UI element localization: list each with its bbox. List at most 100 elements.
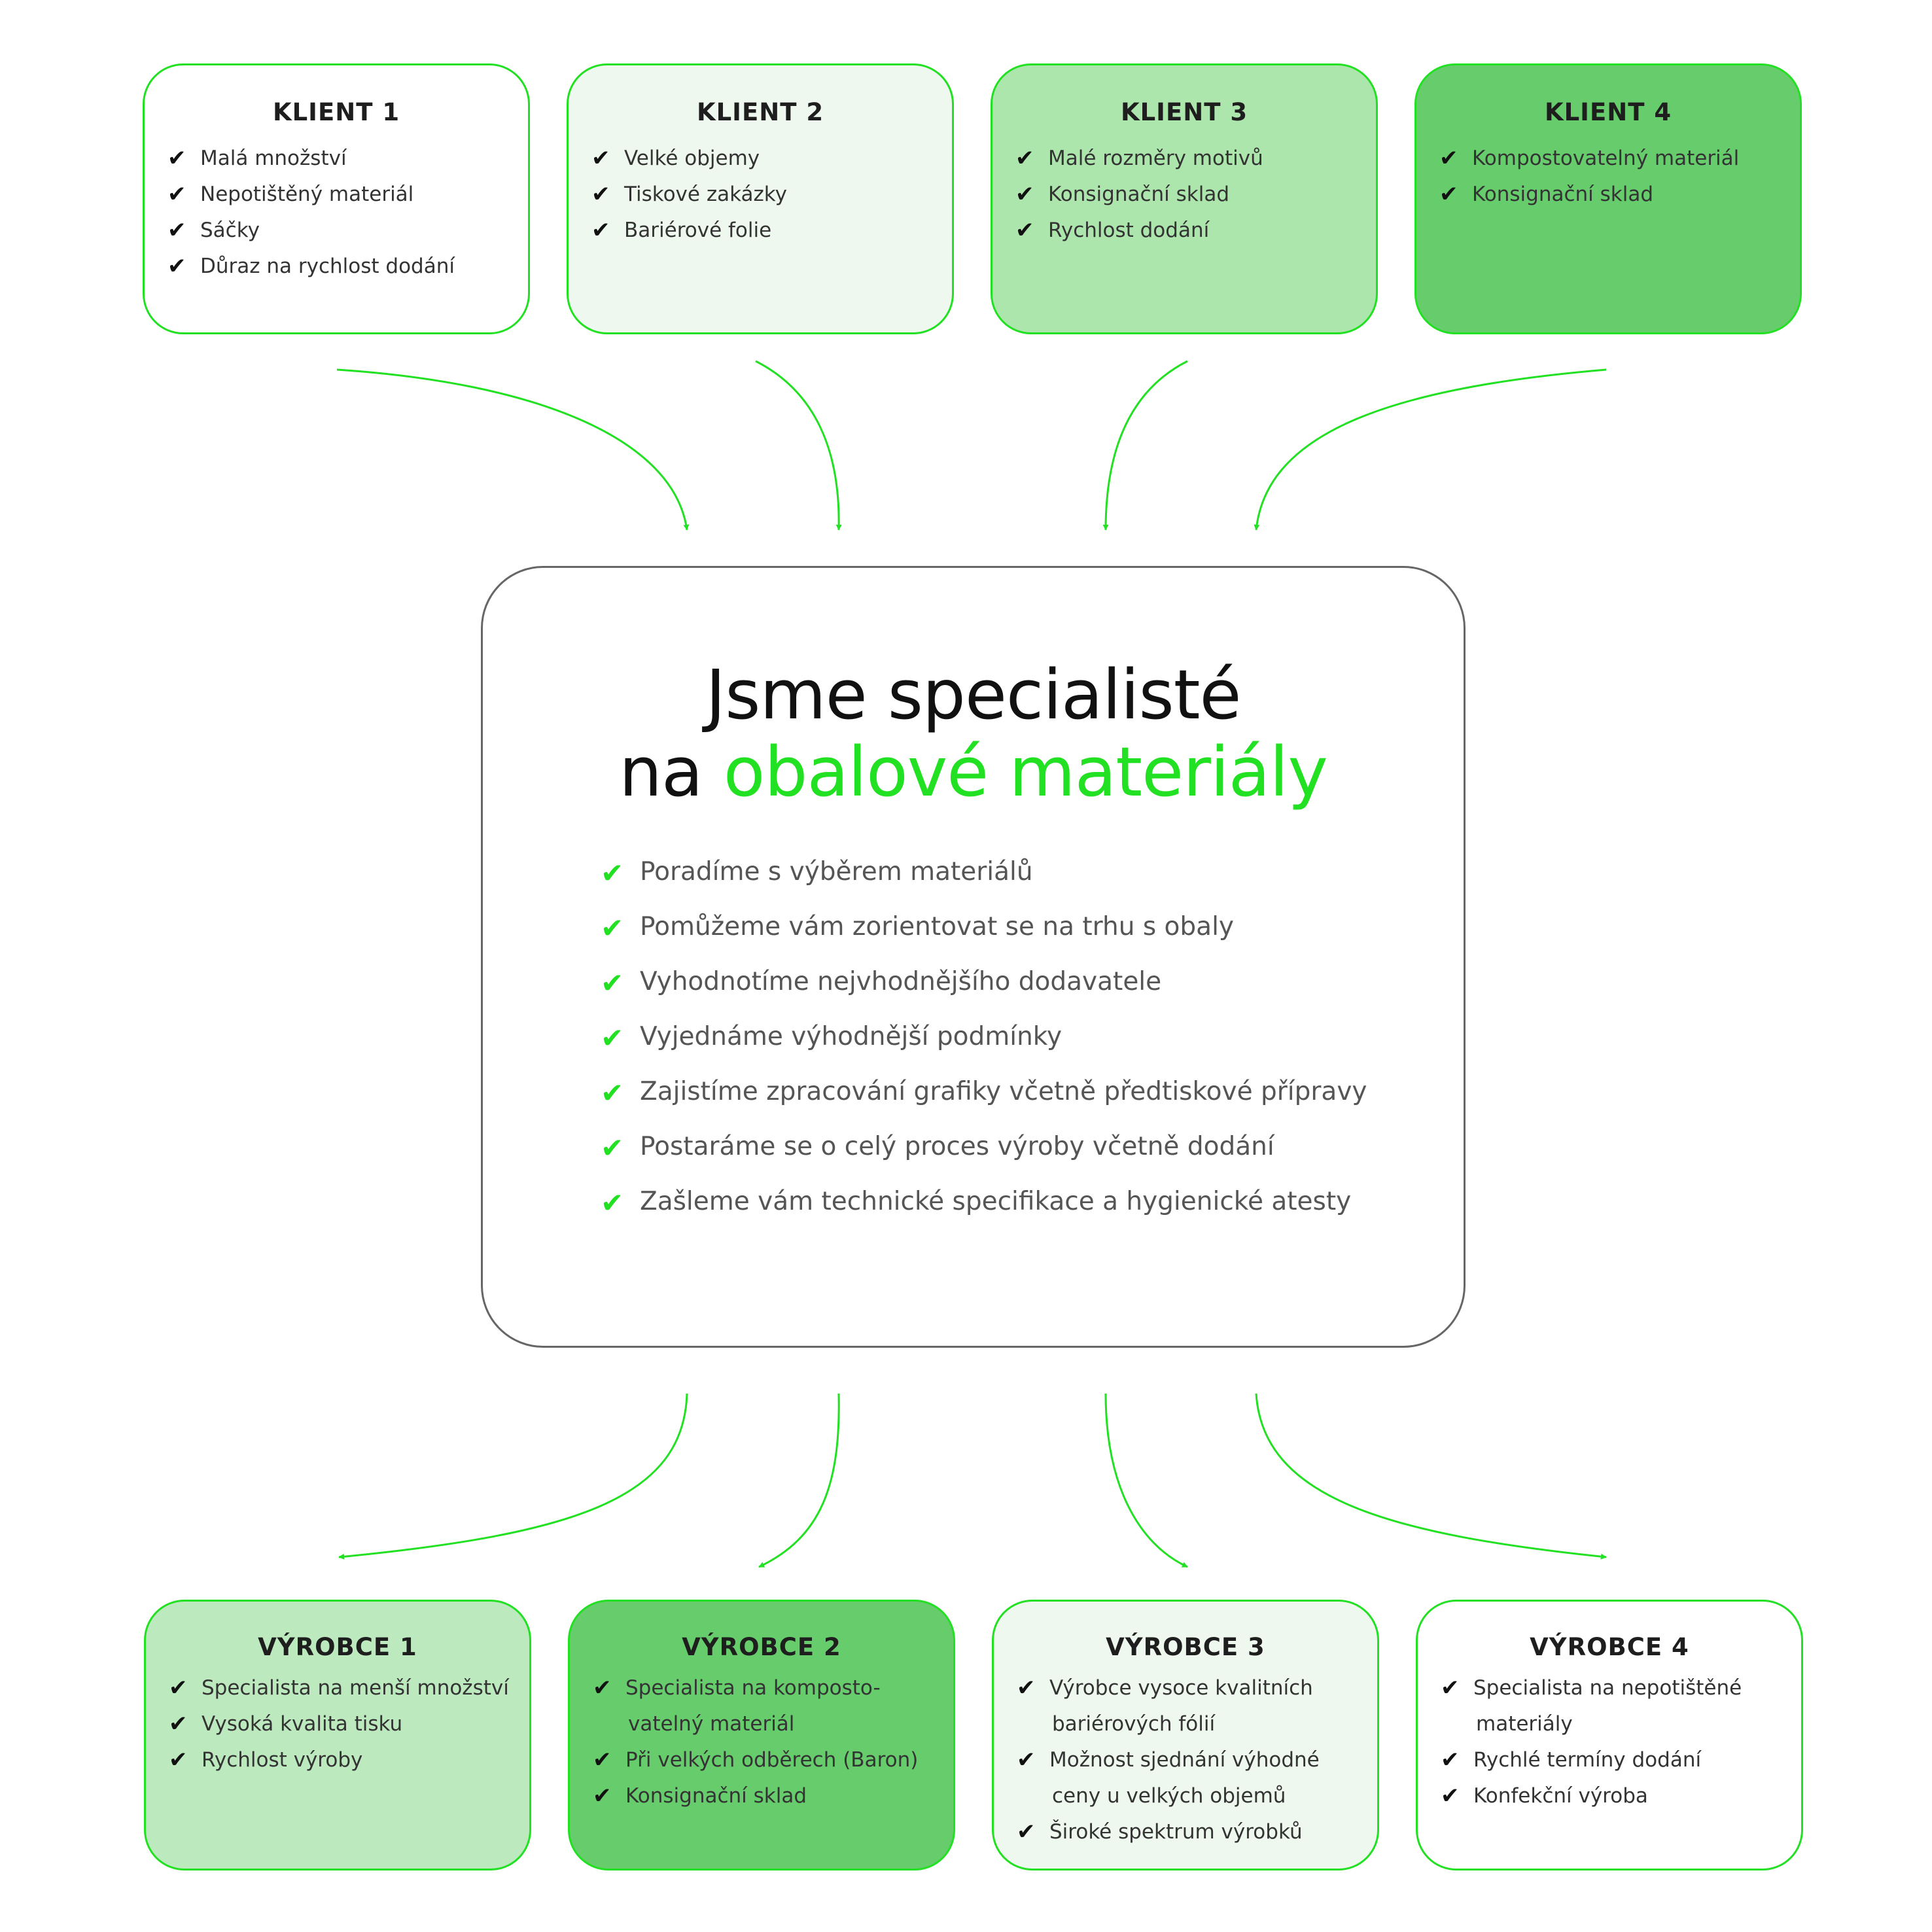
list-item: ✔Důraz na rychlost dodání xyxy=(167,249,515,285)
headline-line1: Jsme specialisté xyxy=(705,655,1242,735)
check-icon: ✔ xyxy=(1017,1819,1036,1845)
check-icon: ✔ xyxy=(1441,1675,1460,1701)
arrow-client1 xyxy=(336,368,690,531)
client-title: KLIENT 2 xyxy=(696,98,824,126)
headline-prefix: na xyxy=(619,732,703,812)
check-icon: ✔ xyxy=(1441,1747,1460,1773)
check-icon: ✔ xyxy=(591,181,610,207)
check-icon: ✔ xyxy=(1015,181,1034,207)
list-item: ✔Kompostovatelný materiál xyxy=(1439,141,1787,177)
client-box-4: KLIENT 4 ✔Kompostovatelný materiál ✔Kons… xyxy=(1414,63,1802,334)
list-item: ✔Specialista na komposto-vatelný materiá… xyxy=(593,1670,940,1742)
check-icon: ✔ xyxy=(167,145,186,171)
check-icon: ✔ xyxy=(601,912,624,944)
producer-feature-list: ✔Specialista na komposto-vatelný materiá… xyxy=(570,1670,953,1814)
list-item: ✔Bariérové folie xyxy=(591,213,939,249)
list-item: ✔Rychlé termíny dodání xyxy=(1441,1742,1788,1778)
headline-accent: obalové materiály xyxy=(723,732,1328,812)
list-item: ✔Při velkých odběrech (Baron) xyxy=(593,1742,940,1778)
arrow-producer2 xyxy=(758,1393,840,1568)
check-icon: ✔ xyxy=(601,967,624,999)
client-feature-list: ✔Kompostovatelný materiál ✔Konsignační s… xyxy=(1416,141,1800,213)
producer-box-2: VÝROBCE 2 ✔Specialista na komposto-vatel… xyxy=(568,1600,955,1871)
producer-title: VÝROBCE 1 xyxy=(258,1633,417,1661)
list-item: ✔Specialista na menší množství xyxy=(169,1670,516,1706)
benefit-item: ✔Vyjednáme výhodnější podmínky xyxy=(601,1010,1464,1064)
benefit-item: ✔Pomůžeme vám zorientovat se na trhu s o… xyxy=(601,900,1464,955)
client-feature-list: ✔Malá množství ✔Nepotištěný materiál ✔Sá… xyxy=(145,141,528,285)
producer-title: VÝROBCE 2 xyxy=(682,1633,841,1661)
check-icon: ✔ xyxy=(1015,145,1034,171)
producer-feature-list: ✔Specialista na menší množství ✔Vysoká k… xyxy=(146,1670,529,1778)
list-item: ✔Tiskové zakázky xyxy=(591,177,939,213)
arrow-producer4 xyxy=(1255,1393,1607,1560)
benefit-item: ✔Zašleme vám technické specifikace a hyg… xyxy=(601,1174,1464,1229)
client-title: KLIENT 1 xyxy=(272,98,400,126)
center-panel: Jsme specialisté na obalové materiály ✔P… xyxy=(481,566,1466,1348)
list-item: ✔Rychlost dodání xyxy=(1015,213,1363,249)
producer-box-1: VÝROBCE 1 ✔Specialista na menší množství… xyxy=(144,1600,531,1871)
producer-title: VÝROBCE 4 xyxy=(1530,1633,1689,1661)
benefit-item: ✔Postaráme se o celý proces výroby včetn… xyxy=(601,1119,1464,1174)
check-icon: ✔ xyxy=(169,1747,188,1773)
client-box-1: KLIENT 1 ✔Malá množství ✔Nepotištěný mat… xyxy=(143,63,530,334)
check-icon: ✔ xyxy=(1439,181,1458,207)
list-item: ✔Nepotištěný materiál xyxy=(167,177,515,213)
list-item: ✔Široké spektrum výrobků xyxy=(1017,1814,1364,1850)
client-feature-list: ✔Malé rozměry motivů ✔Konsignační sklad … xyxy=(992,141,1376,249)
check-icon: ✔ xyxy=(1015,217,1034,243)
check-icon: ✔ xyxy=(169,1675,188,1701)
check-icon: ✔ xyxy=(601,857,624,889)
check-icon: ✔ xyxy=(601,1077,624,1109)
check-icon: ✔ xyxy=(593,1783,612,1809)
check-icon: ✔ xyxy=(1017,1747,1036,1773)
client-box-2: KLIENT 2 ✔Velké objemy ✔Tiskové zakázky … xyxy=(567,63,954,334)
list-item: ✔Konfekční výroba xyxy=(1441,1778,1788,1814)
check-icon: ✔ xyxy=(593,1675,612,1701)
benefit-item: ✔Poradíme s výběrem materiálů xyxy=(601,845,1464,900)
check-icon: ✔ xyxy=(601,1132,624,1164)
arrow-client2 xyxy=(755,360,842,531)
list-item: ✔Konsignační sklad xyxy=(1015,177,1363,213)
headline: Jsme specialisté na obalové materiály xyxy=(483,656,1464,811)
list-item: ✔Sáčky xyxy=(167,213,515,249)
check-icon: ✔ xyxy=(601,1187,624,1219)
check-icon: ✔ xyxy=(167,181,186,207)
client-box-3: KLIENT 3 ✔Malé rozměry motivů ✔Konsignač… xyxy=(991,63,1378,334)
client-title: KLIENT 3 xyxy=(1120,98,1248,126)
check-icon: ✔ xyxy=(1017,1675,1036,1701)
benefits-list: ✔Poradíme s výběrem materiálů ✔Pomůžeme … xyxy=(483,845,1464,1229)
client-feature-list: ✔Velké objemy ✔Tiskové zakázky ✔Bariérov… xyxy=(569,141,952,249)
arrow-producer3 xyxy=(1104,1393,1188,1568)
check-icon: ✔ xyxy=(167,217,186,243)
list-item: ✔Velké objemy xyxy=(591,141,939,177)
list-item: ✔Konsignační sklad xyxy=(1439,177,1787,213)
headline-line2: na obalové materiály xyxy=(483,733,1464,811)
arrow-producer1 xyxy=(338,1393,688,1560)
check-icon: ✔ xyxy=(593,1747,612,1773)
producer-title: VÝROBCE 3 xyxy=(1106,1633,1265,1661)
check-icon: ✔ xyxy=(591,217,610,243)
client-title: KLIENT 4 xyxy=(1544,98,1672,126)
check-icon: ✔ xyxy=(169,1711,188,1737)
check-icon: ✔ xyxy=(601,1022,624,1054)
check-icon: ✔ xyxy=(1441,1783,1460,1809)
benefit-item: ✔Vyhodnotíme nejvhodnějšího dodavatele xyxy=(601,955,1464,1010)
benefit-item: ✔Zajistíme zpracování grafiky včetně pře… xyxy=(601,1064,1464,1119)
check-icon: ✔ xyxy=(1439,145,1458,171)
list-item: ✔Konsignační sklad xyxy=(593,1778,940,1814)
check-icon: ✔ xyxy=(167,253,186,279)
list-item: ✔Vysoká kvalita tisku xyxy=(169,1706,516,1742)
arrow-client3 xyxy=(1102,360,1188,531)
list-item: ✔Malá množství xyxy=(167,141,515,177)
check-icon: ✔ xyxy=(591,145,610,171)
list-item: ✔Rychlost výroby xyxy=(169,1742,516,1778)
